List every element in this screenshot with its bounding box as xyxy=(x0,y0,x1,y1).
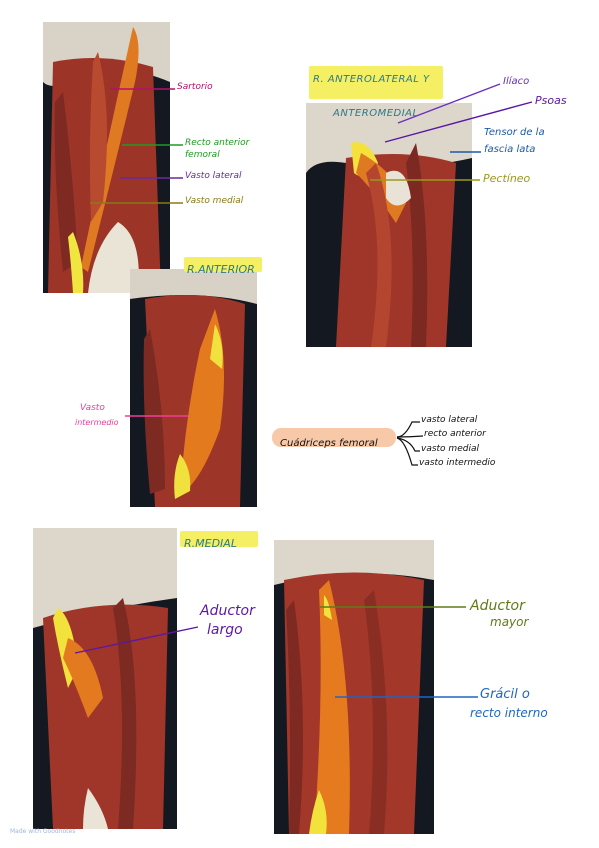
thigh-medial-adductor-largo-image xyxy=(33,528,177,829)
label-vasto-lateral: Vasto lateral xyxy=(185,171,242,181)
label-aductor-mayor: Aductor xyxy=(470,598,525,614)
label-gracil-2: recto interno xyxy=(470,706,548,720)
thigh-anterior-image xyxy=(43,22,170,293)
goodnotes-watermark: Made with Goodnotes xyxy=(10,828,76,835)
label-vasto-intermedio-2: intermedio xyxy=(75,418,119,427)
label-aductor-largo: Aductor xyxy=(200,603,255,619)
section-title-anterolateral: R. ANTEROLATERAL Y ANTEROMEDIAL xyxy=(309,66,443,119)
label-vasto-intermedio: Vasto xyxy=(80,403,105,413)
thigh-medial-adductor-mayor-image xyxy=(274,540,434,834)
quadriceps-item-vasto-medial: vasto medial xyxy=(421,444,479,454)
thigh-vasto-intermedio-image xyxy=(130,269,257,507)
label-iliaco: Ilíaco xyxy=(503,76,530,87)
label-psoas: Psoas xyxy=(535,94,567,107)
label-tensor-2: fascia lata xyxy=(484,144,536,155)
label-sartorio: Sartorio xyxy=(177,82,213,92)
quadriceps-item-vasto-intermedio: vasto intermedio xyxy=(419,458,496,468)
quadriceps-item-recto-anterior: recto anterior xyxy=(424,429,486,439)
label-aductor-largo-2: largo xyxy=(207,622,243,638)
thigh-anterolateral-image xyxy=(306,103,472,347)
label-recto-anterior-2: femoral xyxy=(185,150,220,160)
label-pectineo: Pectíneo xyxy=(483,172,531,185)
label-aductor-mayor-2: mayor xyxy=(490,615,529,629)
quadriceps-item-vasto-lateral: vasto lateral xyxy=(421,415,478,425)
section-title-anterior: R.ANTERIOR xyxy=(184,257,262,275)
label-recto-anterior: Recto anterior xyxy=(185,138,250,148)
section-title-medial: R.MEDIAL xyxy=(180,531,258,549)
label-tensor: Tensor de la xyxy=(484,127,545,138)
quadriceps-title: Cuádriceps femoral xyxy=(272,428,396,449)
label-vasto-medial: Vasto medial xyxy=(185,196,244,206)
label-gracil: Grácil o xyxy=(480,687,530,702)
